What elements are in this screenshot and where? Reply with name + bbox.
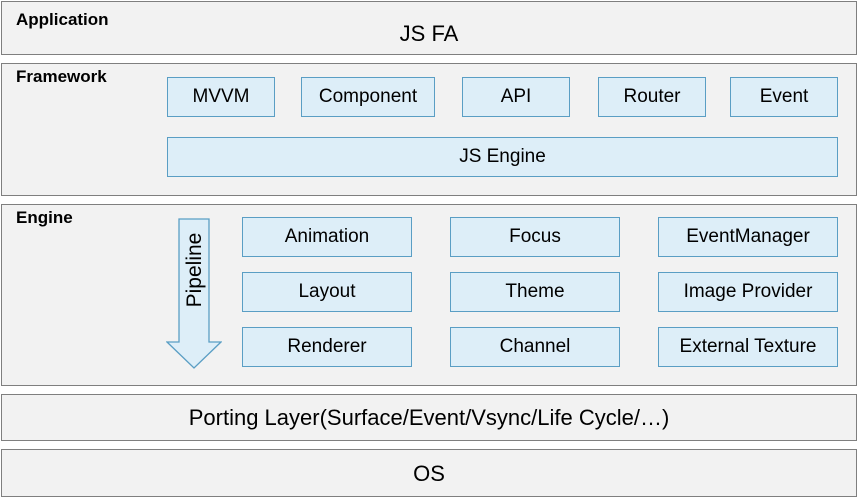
- framework-module-component: Component: [301, 77, 435, 117]
- porting-layer-content: Porting Layer(Surface/Event/Vsync/Life C…: [188, 405, 670, 430]
- engine-module-animation: Animation: [242, 217, 412, 257]
- engine-layer-title: Engine: [16, 208, 73, 227]
- engine-module-external-texture: External Texture: [658, 327, 838, 367]
- engine-module-theme: Theme: [450, 272, 620, 312]
- application-layer-title: Application: [16, 10, 109, 29]
- application-layer: Application JS FA: [1, 1, 857, 55]
- pipeline-arrow-icon: [165, 218, 223, 370]
- application-content: JS FA: [399, 21, 459, 46]
- framework-layer-title: Framework: [16, 67, 107, 86]
- porting-layer: Porting Layer(Surface/Event/Vsync/Life C…: [1, 394, 857, 441]
- engine-module-eventmanager: EventManager: [658, 217, 838, 257]
- pipeline-label: Pipeline: [183, 232, 206, 308]
- framework-module-api: API: [462, 77, 570, 117]
- engine-module-channel: Channel: [450, 327, 620, 367]
- engine-module-image-provider: Image Provider: [658, 272, 838, 312]
- engine-module-renderer: Renderer: [242, 327, 412, 367]
- engine-module-focus: Focus: [450, 217, 620, 257]
- os-layer-content: OS: [413, 461, 445, 486]
- engine-module-layout: Layout: [242, 272, 412, 312]
- framework-js-engine: JS Engine: [167, 137, 838, 177]
- framework-module-event: Event: [730, 77, 838, 117]
- os-layer: OS: [1, 449, 857, 497]
- framework-module-mvvm: MVVM: [167, 77, 275, 117]
- framework-module-router: Router: [598, 77, 706, 117]
